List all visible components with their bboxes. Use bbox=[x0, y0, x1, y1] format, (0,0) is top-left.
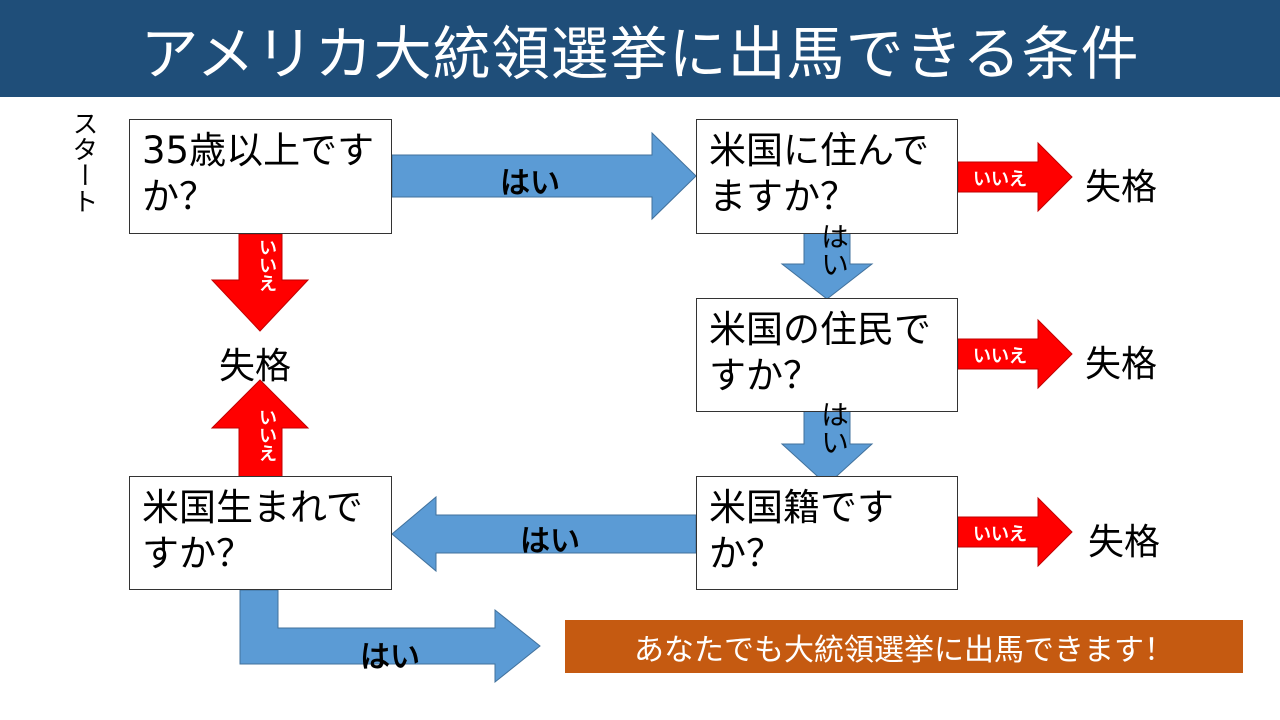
fail-label-citizen: 失格 bbox=[1088, 522, 1161, 563]
yes-label-live: はい bbox=[817, 222, 850, 278]
yes-arrow-born-to-result bbox=[239, 589, 541, 684]
fail-label-live: 失格 bbox=[1085, 167, 1158, 208]
yes-label-born: はい bbox=[360, 640, 420, 675]
fail-label-age: 失格 bbox=[219, 346, 292, 387]
question-us-resident: 米国の住民ですか？ bbox=[696, 298, 958, 412]
no-arrow-born-to-fail bbox=[210, 379, 310, 478]
question-us-citizen: 米国籍ですか？ bbox=[696, 476, 958, 590]
start-label: スタート bbox=[68, 110, 98, 214]
no-label-born: いいえ bbox=[256, 408, 277, 462]
fail-label-resident: 失格 bbox=[1085, 344, 1158, 385]
no-arrow-age-to-fail bbox=[210, 233, 310, 332]
page-title: アメリカ大統領選挙に出馬できる条件 bbox=[0, 0, 1280, 97]
question-us-born: 米国生まれですか？ bbox=[129, 476, 392, 590]
yes-label-resident: はい bbox=[817, 400, 850, 456]
no-arrow-live-to-fail bbox=[957, 141, 1073, 213]
no-label-resident: いいえ bbox=[973, 346, 1027, 367]
yes-arrow-age-to-live bbox=[391, 131, 697, 221]
no-label-citizen: いいえ bbox=[973, 524, 1027, 545]
no-label-live: いいえ bbox=[973, 169, 1027, 190]
yes-arrow-citizen-to-born bbox=[391, 495, 697, 573]
yes-label-citizen: はい bbox=[520, 524, 580, 559]
no-arrow-citizen-to-fail bbox=[957, 496, 1073, 568]
no-label-age: いいえ bbox=[256, 238, 277, 292]
no-arrow-resident-to-fail bbox=[957, 318, 1073, 390]
result-box: あなたでも大統領選挙に出馬できます！ bbox=[565, 620, 1243, 673]
question-live-in-us: 米国に住んでますか？ bbox=[696, 119, 958, 234]
question-age: 35歳以上ですか？ bbox=[129, 119, 392, 234]
yes-label-age: はい bbox=[500, 166, 560, 201]
